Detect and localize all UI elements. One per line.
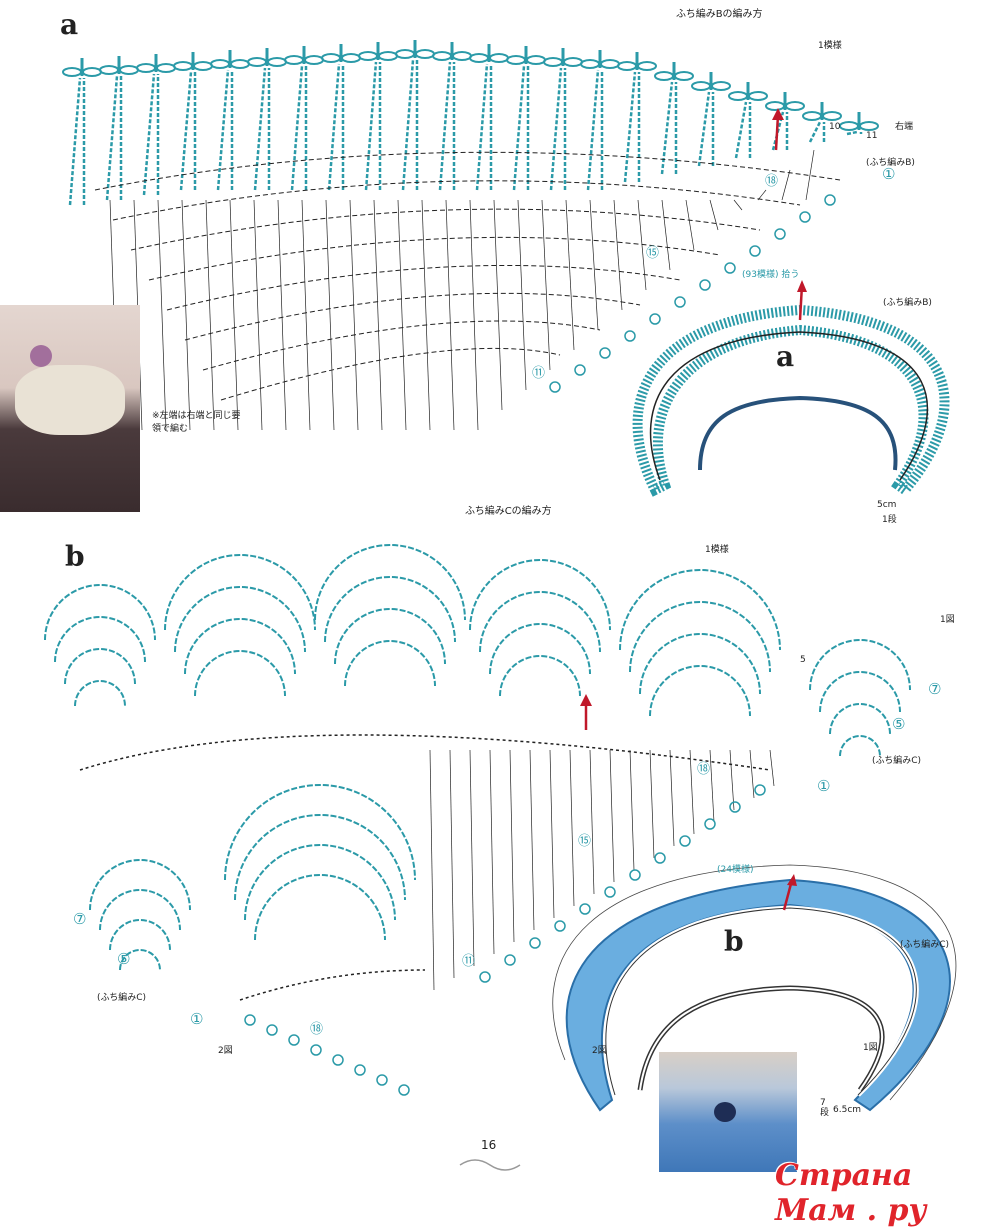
row-1-marker: ① (882, 165, 896, 183)
edging-b-label: (ふち編みB) (866, 158, 915, 168)
schematic-a-width: 5cm (877, 500, 897, 510)
edging-b-chart (62, 40, 879, 431)
edging-c-chart (44, 544, 911, 991)
row-15-marker: ⑮ (646, 246, 660, 261)
left-edge-note: ※左端は右端と同じ要領で編む (152, 411, 241, 434)
schematic-b (552, 864, 957, 1112)
section-b-label: b (65, 540, 85, 573)
edging-c-label-left: (ふち編みC) (97, 993, 147, 1003)
schematic-b-width: 6.5cm (833, 1105, 862, 1115)
schematic-b-fig2: 2図 (592, 1046, 607, 1056)
row-11-marker: ⑪ (532, 366, 546, 381)
photo-shawl-b (659, 1052, 797, 1172)
ornament-icon (459, 1159, 521, 1171)
row-1-marker-left: ① (190, 1010, 204, 1028)
crochet-diagram-art (44, 40, 957, 1171)
row-7-marker-left: ⑦ (73, 910, 87, 928)
count-10: 10 (829, 122, 841, 132)
count-5: 5 (800, 655, 806, 665)
schematic-b-fig1: 1図 (863, 1043, 878, 1053)
photo-shawl-a (0, 305, 140, 512)
schematic-b-label: b (724, 925, 744, 958)
fig2-label: 2図 (218, 1046, 233, 1056)
edging-c-chart-left (89, 784, 426, 1096)
row-15-marker-b: ⑮ (578, 834, 592, 849)
schematic-a-label: a (776, 340, 795, 373)
right-edge-label: 右端 (895, 122, 914, 132)
count-11: 11 (866, 131, 878, 141)
row-11-marker-b: ⑪ (462, 954, 476, 969)
schematic-a-edging: (ふち編みB) (883, 298, 932, 308)
page-number: 16 (481, 1138, 497, 1152)
row-18-marker: ⑱ (765, 174, 779, 189)
one-repeat-label: 1模様 (818, 41, 842, 51)
schematic-b-rows: 7段 (820, 1098, 830, 1118)
watermark: Страна Мам . ру (775, 1158, 927, 1228)
edging-c-label: (ふち編みC) (872, 756, 922, 766)
row-18-marker-left: ⑱ (310, 1022, 324, 1037)
section-b-title: ふち編みCの編み方 (465, 506, 552, 517)
row-1-marker-b: ① (817, 777, 831, 795)
pickup-label: (93模様) 拾う (742, 270, 800, 280)
row-18-marker-b: ⑱ (697, 762, 711, 777)
row-5-marker: ⑤ (892, 715, 906, 733)
schematic-a (632, 280, 950, 497)
schematic-b-edging: (ふち編みC) (900, 940, 950, 950)
one-repeat-label-b: 1模様 (705, 545, 729, 555)
fig1-label: 1図 (940, 615, 955, 625)
section-a-label: a (60, 8, 79, 41)
repeats-label: (24模様) (717, 865, 754, 875)
row-5-marker-left: ⑤ (117, 950, 131, 968)
schematic-a-rows: 1段 (882, 515, 897, 525)
row-7-marker: ⑦ (928, 680, 942, 698)
section-a-title: ふち編みBの編み方 (676, 9, 763, 20)
